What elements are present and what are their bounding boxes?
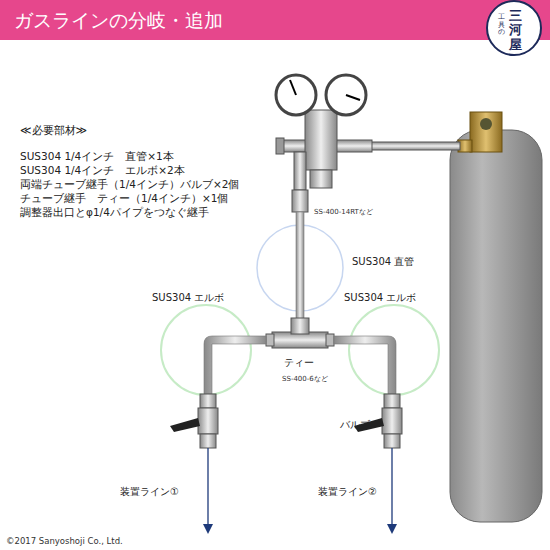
parts-item: 調整器出口とφ1/4パイプをつなぐ継手 [20,206,209,219]
title-text: ガスラインの分岐・追加 [14,8,223,34]
part-label: ティー [284,357,314,370]
logo-badge: 工具の三河屋 [486,0,542,56]
part-label: バルブ [340,419,370,432]
logo-name: 三河屋 [509,9,522,52]
parts-item: 両端チューブ継手（1/4インチ）バルブ×2個 [20,178,239,191]
part-number: SS-400-14RTなど [314,208,373,217]
copyright: ©2017 Sanyoshoji Co., Ltd. [6,536,123,547]
part-number: SS-400-6など [282,375,328,384]
heading: ≪必要部材≫ [20,124,87,138]
parts-item: SUS304 1/4インチ エルボ×2本 [20,164,185,177]
line-label: 装置ライン② [318,486,377,499]
logo-small-text: 工具の [498,14,505,37]
parts-item: SUS304 1/4インチ 直管×1本 [20,150,174,163]
part-label: SUS304 エルボ [152,292,224,305]
line-label: 装置ライン① [120,486,179,499]
part-label: SUS304 エルボ [344,292,416,305]
parts-item: チューブ継手 ティー（1/4インチ）×1個 [20,192,228,205]
part-label: SUS304 直管 [352,256,414,269]
